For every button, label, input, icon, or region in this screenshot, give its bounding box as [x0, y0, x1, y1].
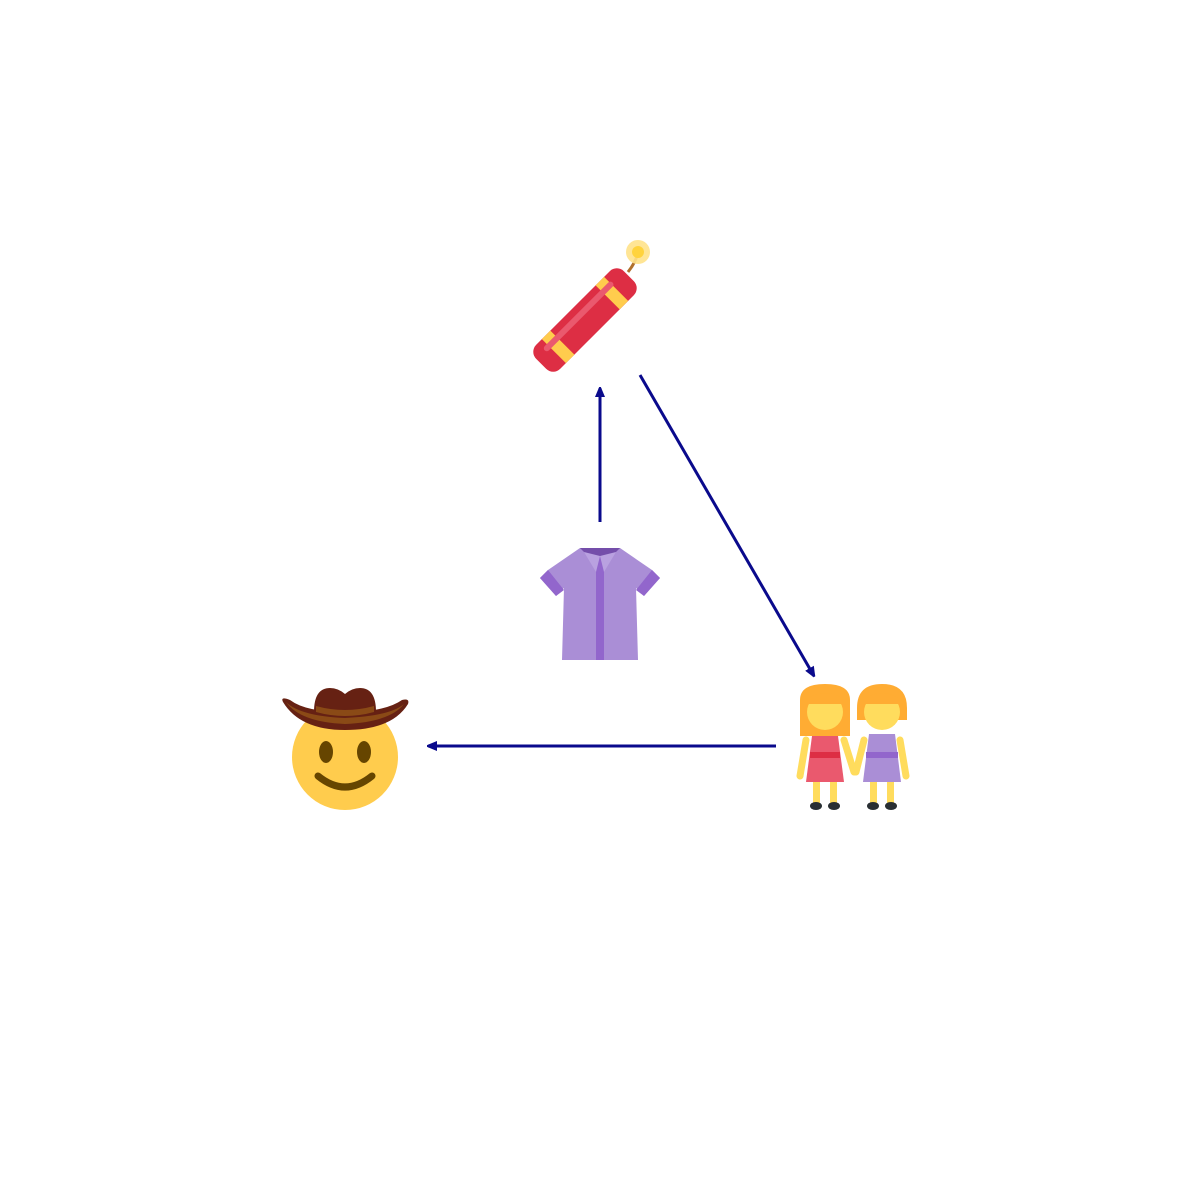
cowboy-hat-face-icon	[282, 688, 409, 810]
blouse-icon	[540, 548, 660, 660]
edge-firecracker-to-two-women	[638, 374, 814, 676]
two-women-holding-hands-icon	[796, 684, 910, 810]
firecracker-icon	[533, 240, 650, 372]
